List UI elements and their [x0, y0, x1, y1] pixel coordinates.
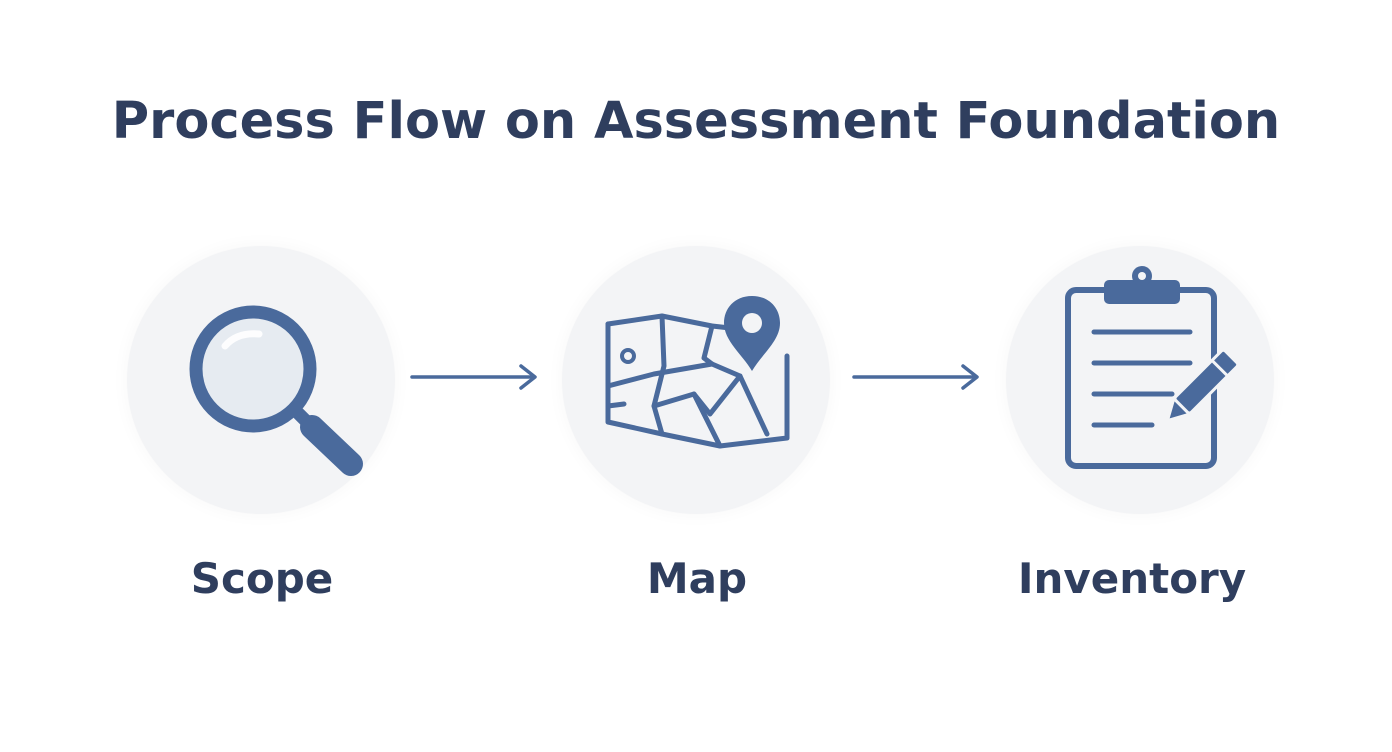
- step-scope-circle: [127, 246, 395, 514]
- magnifying-glass-icon: [189, 305, 363, 476]
- diagram-title: Process Flow on Assessment Foundation: [111, 92, 1281, 151]
- map-pin-icon: [605, 296, 790, 449]
- step-map-circle: [562, 246, 830, 514]
- step-inventory-circle: [1006, 246, 1274, 514]
- flow-arrow-1: [408, 362, 540, 392]
- clipboard-pencil-icon: [1065, 266, 1240, 469]
- step-label-inventory: Inventory: [1017, 554, 1247, 603]
- step-label-scope: Scope: [190, 554, 334, 603]
- step-label-map: Map: [646, 554, 748, 603]
- flow-arrow-2: [850, 362, 982, 392]
